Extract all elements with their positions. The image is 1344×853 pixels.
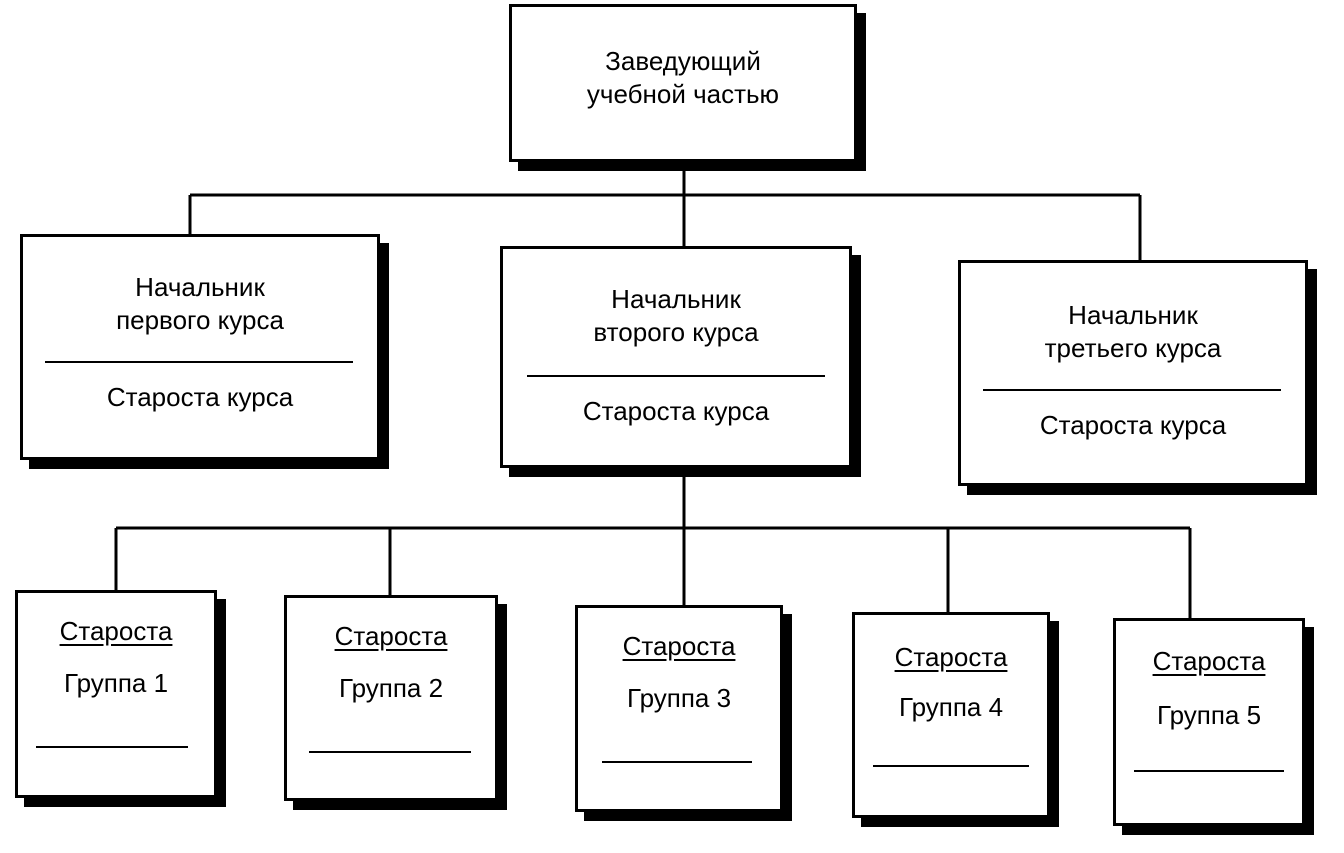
group-3-elder: Староста [622, 631, 736, 661]
head-title: Заведующий учебной частью [586, 46, 780, 109]
group-box-1: Староста Группа 1 [15, 590, 217, 798]
group-2-elder: Староста [334, 621, 448, 651]
group-2-divider [309, 751, 471, 753]
group-3-divider [602, 761, 752, 763]
course-2-elder: Староста курса [582, 396, 770, 426]
course-box-2: Начальник второго курса Староста курса [500, 246, 852, 468]
group-4-elder: Староста [894, 642, 1008, 672]
course-2-divider [527, 375, 825, 377]
group-1-label: Группа 1 [63, 668, 169, 698]
course-1-elder: Староста курса [106, 382, 294, 412]
group-5-divider [1134, 770, 1284, 772]
course-3-title: Начальник третьего курса [1044, 300, 1222, 363]
course-1-divider [45, 361, 353, 363]
head-box: Заведующий учебной частью [509, 4, 857, 162]
group-5-label: Группа 5 [1156, 700, 1262, 730]
group-box-2: Староста Группа 2 [284, 595, 498, 801]
course-3-divider [983, 389, 1281, 391]
group-4-divider [873, 765, 1029, 767]
course-1-title: Начальник первого курса [116, 272, 284, 335]
group-1-divider [36, 746, 188, 748]
course-3-elder: Староста курса [1039, 410, 1227, 440]
course-box-1: Начальник первого курса Староста курса [20, 234, 380, 460]
group-1-elder: Староста [59, 616, 173, 646]
group-4-label: Группа 4 [898, 692, 1004, 722]
group-2-label: Группа 2 [338, 673, 444, 703]
group-box-4: Староста Группа 4 [852, 612, 1050, 818]
group-3-label: Группа 3 [626, 683, 732, 713]
group-box-3: Староста Группа 3 [575, 605, 783, 812]
course-box-3: Начальник третьего курса Староста курса [958, 260, 1308, 486]
group-5-elder: Староста [1152, 646, 1266, 676]
group-box-5: Староста Группа 5 [1113, 618, 1305, 826]
course-2-title: Начальник второго курса [593, 284, 759, 347]
